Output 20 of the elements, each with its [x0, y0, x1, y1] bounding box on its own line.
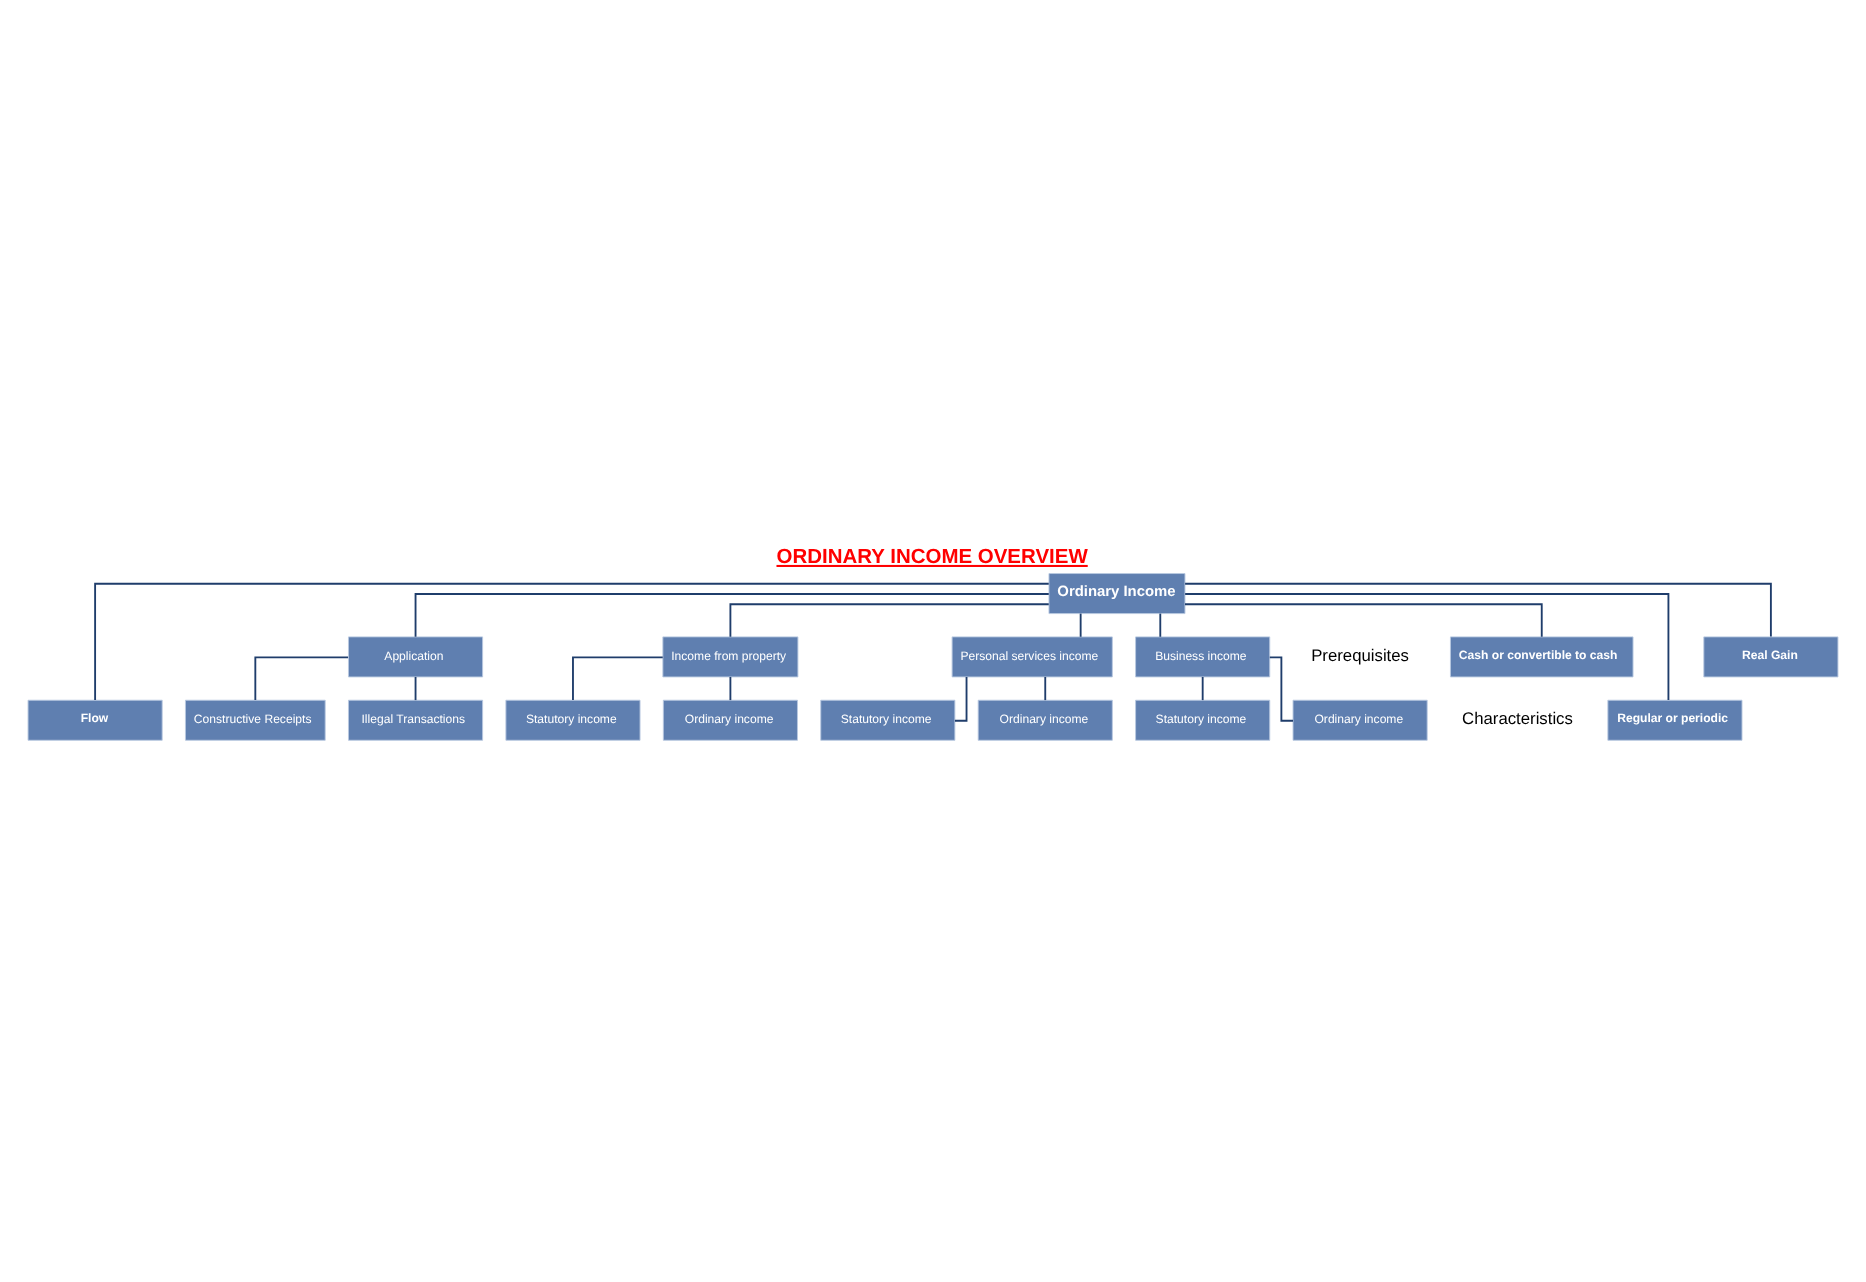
- connector: [254, 655, 349, 700]
- label: Characteristics: [1462, 707, 1573, 728]
- connector: [954, 675, 968, 721]
- connector: [572, 655, 664, 700]
- node-box: Ordinary Income: [1048, 572, 1186, 614]
- connector: [414, 592, 1050, 637]
- connector: [1044, 675, 1047, 701]
- connector: [1159, 611, 1162, 637]
- connector: [1079, 611, 1082, 637]
- connector: [729, 602, 1050, 637]
- label: Prerequisites: [1311, 644, 1409, 664]
- connector: [1201, 675, 1204, 701]
- diagram-title: ORDINARY INCOME OVERVIEW: [776, 545, 1088, 568]
- connector: [1184, 581, 1772, 637]
- connector: [1184, 592, 1670, 700]
- connector: [1268, 655, 1294, 721]
- connector: [729, 675, 732, 701]
- connector: [94, 581, 1050, 701]
- connector: [414, 675, 417, 701]
- connector: [1184, 602, 1543, 637]
